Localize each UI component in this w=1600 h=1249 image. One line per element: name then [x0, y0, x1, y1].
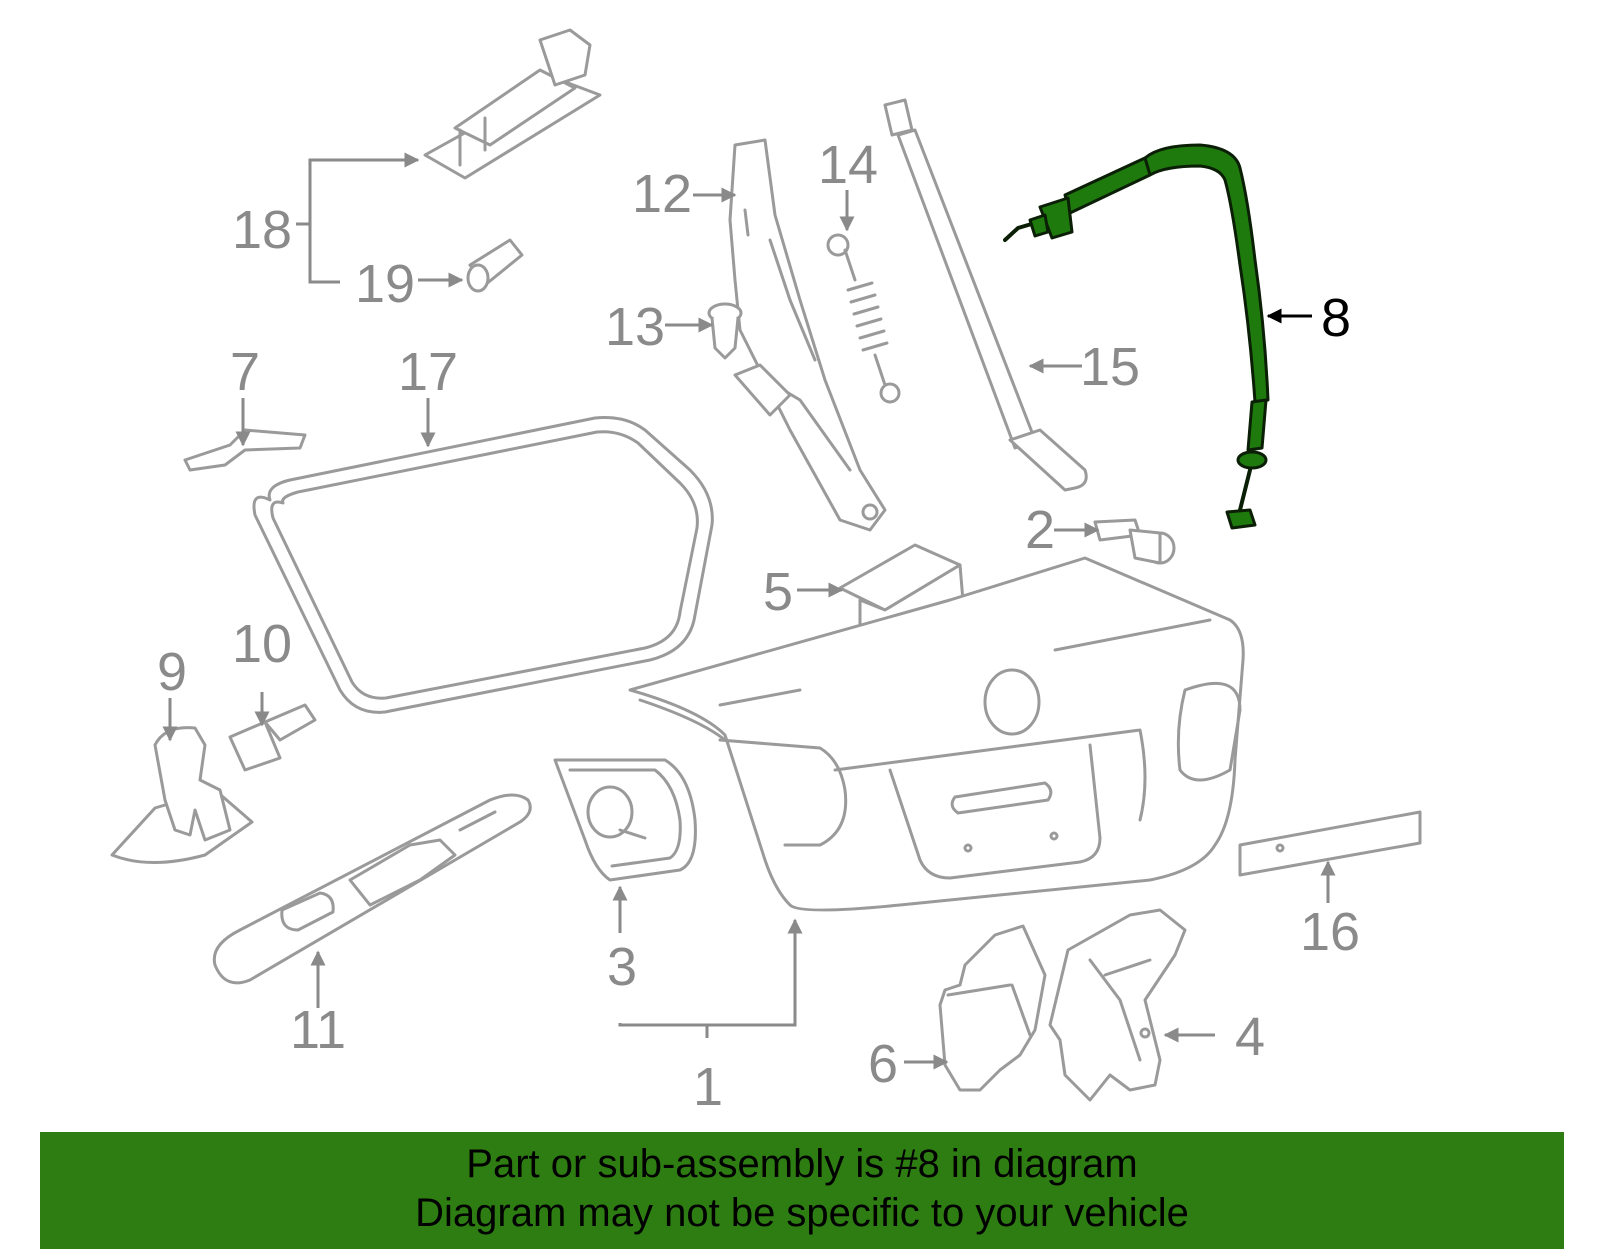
callout-7: 7	[230, 342, 260, 402]
callout-8: 8	[1321, 288, 1351, 348]
part-2-bumper	[1093, 518, 1176, 565]
banner-line-1: Part or sub-assembly is #8 in diagram	[466, 1142, 1138, 1186]
callout-10: 10	[232, 614, 292, 674]
part-8-release-cable	[1003, 143, 1270, 530]
part-7-bracket	[183, 428, 307, 472]
callout-15: 15	[1080, 337, 1140, 397]
callout-5: 5	[763, 562, 793, 622]
callout-19: 19	[355, 254, 415, 314]
info-banner: Part or sub-assembly is #8 in diagram Di…	[40, 1132, 1564, 1249]
callout-4: 4	[1235, 1007, 1265, 1067]
part-13-clip	[707, 302, 743, 360]
callout-16: 16	[1300, 902, 1360, 962]
part-14-spring	[826, 233, 901, 404]
callout-1: 1	[693, 1057, 723, 1117]
callout-3: 3	[607, 937, 637, 997]
part-19-bulb	[466, 238, 524, 293]
callout-9: 9	[157, 642, 187, 702]
part-18-license-lamp	[423, 28, 602, 180]
callout-11: 11	[290, 1000, 346, 1060]
part-1-trunk-lid	[628, 556, 1245, 912]
part-12-hinge	[728, 138, 887, 532]
callout-2: 2	[1025, 500, 1055, 560]
part-10-plug	[228, 703, 317, 772]
banner-line-2: Diagram may not be specific to your vehi…	[415, 1191, 1189, 1235]
callout-18: 18	[232, 200, 292, 260]
part-3-handle-cup	[553, 758, 697, 882]
callout-labels: 1 2 3 4 5 6 7 8 9 10 11 12 13 14 15 16 1…	[157, 135, 1360, 1117]
part-6-cover	[938, 924, 1047, 1092]
callout-12: 12	[632, 164, 692, 224]
part-9-actuator	[110, 726, 254, 864]
leader-lines	[162, 152, 1336, 1070]
callout-13: 13	[605, 297, 665, 357]
part-11-garnish	[212, 793, 532, 985]
part-4-latch	[1048, 908, 1187, 1102]
part-17-weatherstrip	[252, 416, 714, 714]
part-15-strut	[883, 98, 1088, 492]
callout-17: 17	[398, 342, 458, 402]
part-16-strip	[1238, 810, 1422, 877]
callout-14: 14	[818, 135, 878, 195]
callout-6: 6	[868, 1034, 898, 1094]
